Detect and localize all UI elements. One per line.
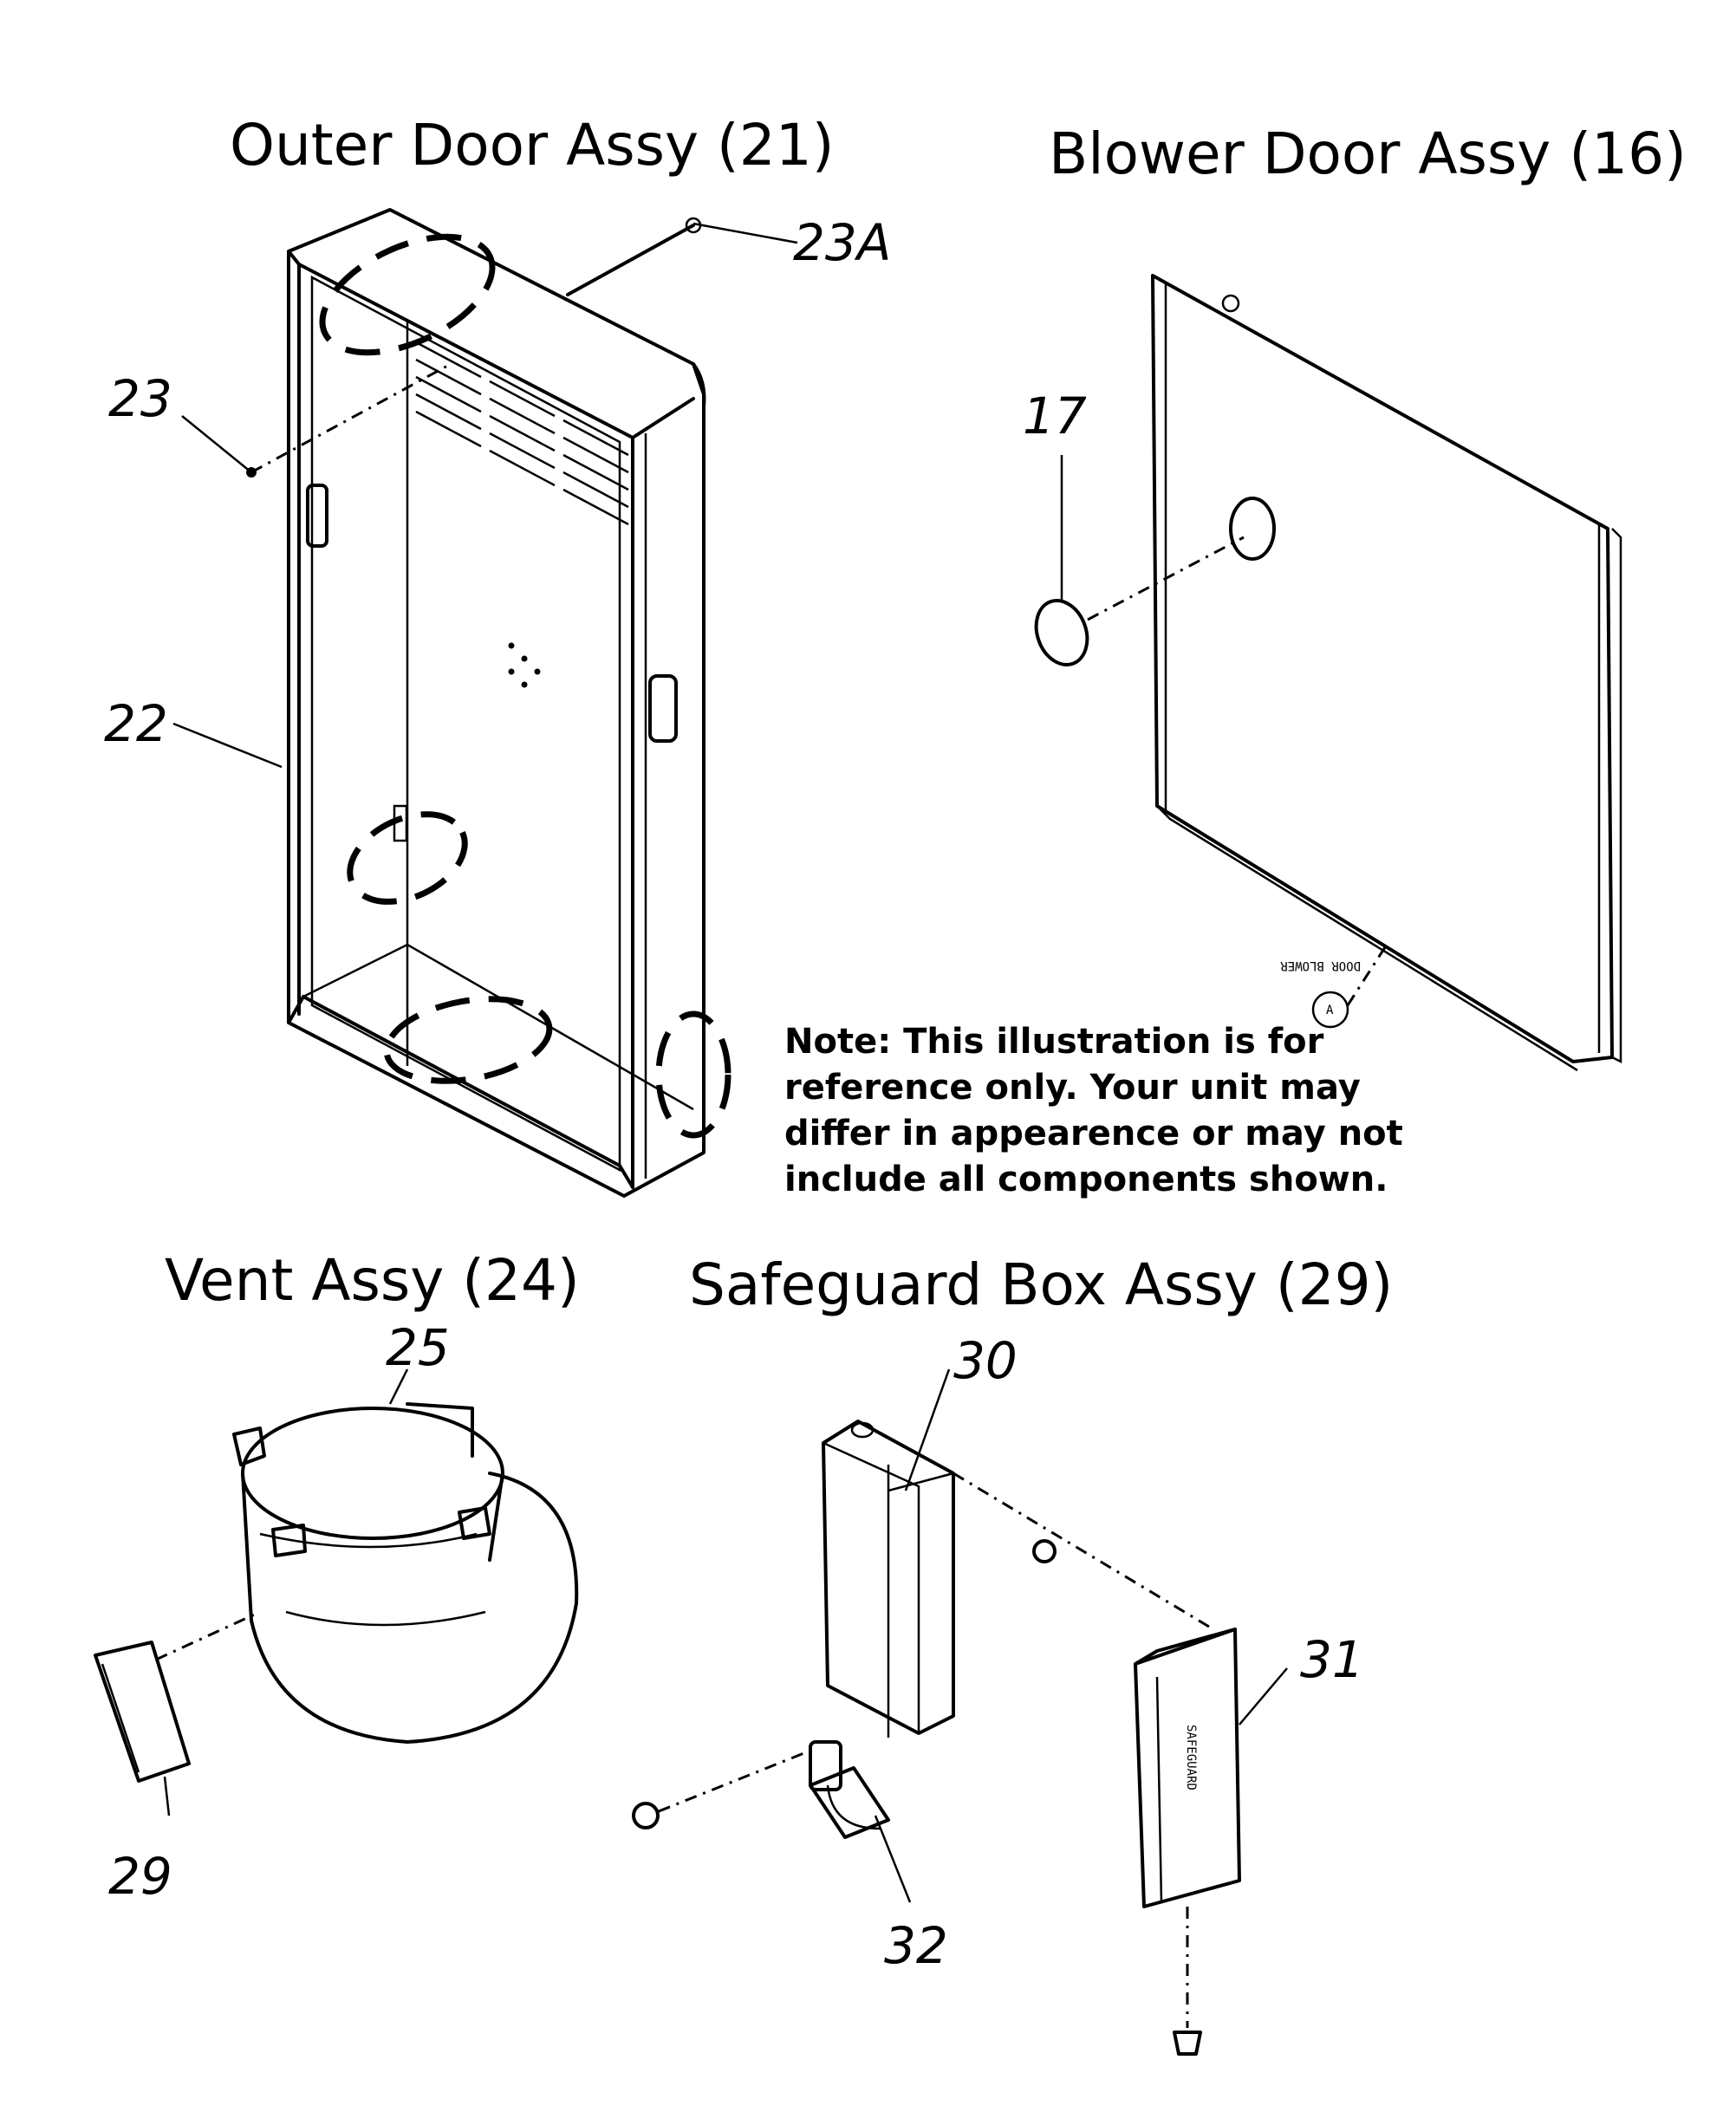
blower-door-assy-title: Blower Door Assy (16) [1049, 120, 1687, 187]
door-label-b: A [1326, 1004, 1334, 1017]
note-line-4: include all components shown. [784, 1160, 1388, 1199]
door-label-a: DOOR BLOWER [1280, 959, 1361, 972]
reference-note: Note: This illustration is for reference… [784, 1022, 1403, 1199]
callout-22: 22 [104, 694, 168, 753]
outer-door-drawing [172, 208, 798, 1198]
note-line-3: differ in appearence or may not [784, 1114, 1403, 1153]
blower-door-drawing: DOOR BLOWER A [1034, 274, 1622, 1072]
note-line-1: Note: This illustration is for [784, 1022, 1324, 1062]
callout-30: 30 [953, 1331, 1018, 1390]
callout-29: 29 [108, 1847, 172, 1906]
callout-23a: 23A [793, 213, 891, 272]
callout-23: 23 [108, 369, 172, 428]
vent-drawing [94, 1368, 579, 1816]
callout-31: 31 [1300, 1630, 1364, 1689]
safeguard-box-assy-title: Safeguard Box Assy (29) [689, 1251, 1393, 1318]
callout-25: 25 [386, 1318, 450, 1377]
safeguard-box-drawing: SAFEGUARD [632, 1368, 1288, 2056]
callout-32: 32 [884, 1916, 948, 1975]
note-line-2: reference only. Your unit may [784, 1068, 1361, 1108]
callout-17: 17 [1023, 387, 1087, 445]
svg-text:SAFEGUARD: SAFEGUARD [1184, 1725, 1198, 1790]
outer-door-assy-title: Outer Door Assy (21) [230, 112, 835, 179]
vent-assy-title: Vent Assy (24) [165, 1247, 580, 1314]
